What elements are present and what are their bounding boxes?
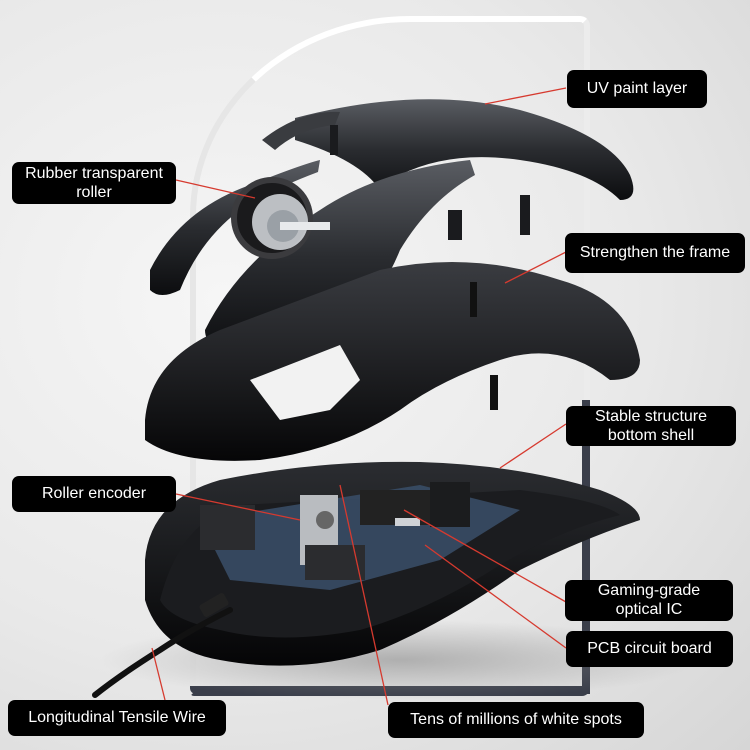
label-line-2: optical IC xyxy=(615,601,683,618)
decorative-frame-right-edge xyxy=(582,400,590,694)
label-tens-of-millions-of-white-spots: Tens of millions of white spots xyxy=(388,702,644,738)
label-strengthen-the-frame: Strengthen the frame xyxy=(565,233,745,273)
label-longitudinal-tensile-wire: Longitudinal Tensile Wire xyxy=(8,700,226,736)
label-pcb-circuit-board: PCB circuit board xyxy=(566,631,733,667)
rubber-transparent-roller-part xyxy=(231,177,330,259)
label-stable-structure-bottom-shell: Stable structure bottom shell xyxy=(566,406,736,446)
left-button-part xyxy=(150,160,320,295)
label-line-1: Gaming-grade xyxy=(597,582,701,599)
label-roller-encoder: Roller encoder xyxy=(12,476,176,512)
label-line-2: roller xyxy=(76,184,112,201)
right-button-part xyxy=(205,160,475,355)
label-line-1: Rubber transparent xyxy=(25,165,163,182)
strengthen-the-frame-part xyxy=(145,262,640,461)
label-rubber-transparent-roller: Rubber transparent roller xyxy=(12,162,176,204)
label-gaming-grade-optical-ic: Gaming-grade optical IC xyxy=(565,580,733,621)
uv-paint-layer-part xyxy=(262,99,634,240)
label-line-2: bottom shell xyxy=(607,427,695,444)
label-line-1: Stable structure xyxy=(594,408,708,425)
label-uv-paint-layer: UV paint layer xyxy=(567,70,707,108)
